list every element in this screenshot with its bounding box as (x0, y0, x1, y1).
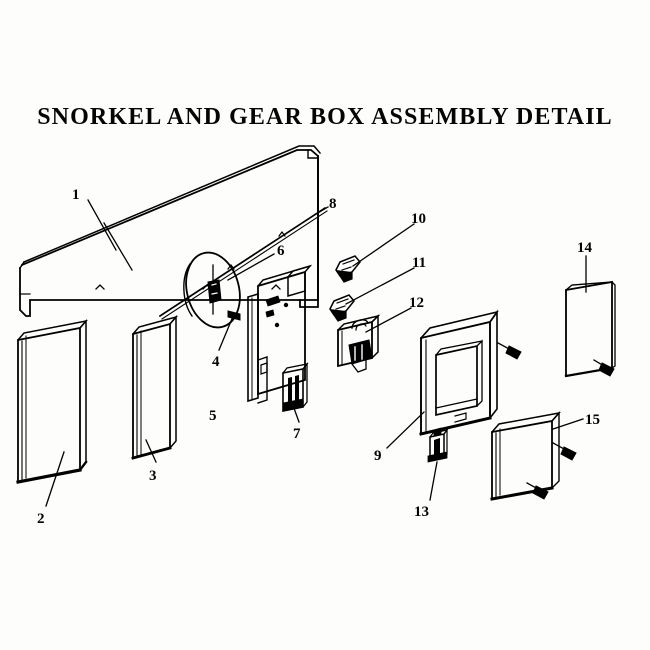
part-11-terminal-connector-lower (329, 294, 355, 322)
callout-11: 11 (412, 255, 427, 271)
part-9-gear-box-housing (419, 309, 499, 436)
part-2-outer-cover-panel (16, 318, 88, 484)
screw-marker (497, 342, 522, 360)
callout-8: 8 (329, 196, 337, 212)
leader-lines (45, 199, 587, 507)
leader-8 (315, 206, 329, 215)
callout-4: 4 (212, 354, 220, 370)
callout-3: 3 (149, 468, 157, 484)
leader-12 (365, 307, 412, 333)
part-7-retaining-clip (282, 362, 309, 412)
part-5-mounting-bracket (247, 264, 313, 404)
leader-11 (345, 267, 415, 305)
callout-15: 15 (585, 412, 600, 428)
leader-1 (87, 199, 117, 251)
part-13-bushing-grommet (427, 427, 449, 463)
leader-10 (352, 223, 415, 267)
page-title: SNORKEL AND GEAR BOX ASSEMBLY DETAIL (37, 104, 613, 130)
callout-1: 1 (72, 187, 80, 203)
leader-13 (429, 461, 438, 501)
leader-4 (218, 313, 235, 351)
part-14-rear-access-plate (564, 280, 616, 378)
callout-7: 7 (293, 426, 301, 442)
callout-13: 13 (414, 504, 429, 520)
part-6-damper-disc (183, 251, 241, 329)
leader-7 (290, 399, 300, 423)
leader-1b (103, 222, 133, 271)
leader-6 (227, 253, 275, 281)
callout-10: 10 (411, 211, 426, 227)
leader-9 (386, 411, 425, 449)
callout-14: 14 (577, 240, 592, 256)
leader-2 (45, 451, 65, 507)
part-15-gear-box-cover (490, 411, 561, 501)
part-4-hub-and-shaft (207, 264, 241, 321)
part-3-inner-filler-panel (131, 314, 179, 460)
callout-5: 5 (209, 408, 217, 424)
screw-marker (526, 482, 549, 500)
part-10-terminal-connector-upper (335, 255, 361, 283)
leader-15 (552, 418, 584, 430)
leader-3 (145, 439, 157, 463)
screw-marker (593, 359, 615, 377)
part-1-snorkel-duct-panel (18, 145, 322, 317)
callout-9: 9 (374, 448, 382, 464)
callout-6: 6 (277, 243, 285, 259)
part-12-gear-motor (336, 314, 381, 373)
callout-2: 2 (37, 511, 45, 527)
screw-marker (552, 442, 577, 461)
callout-12: 12 (409, 295, 424, 311)
